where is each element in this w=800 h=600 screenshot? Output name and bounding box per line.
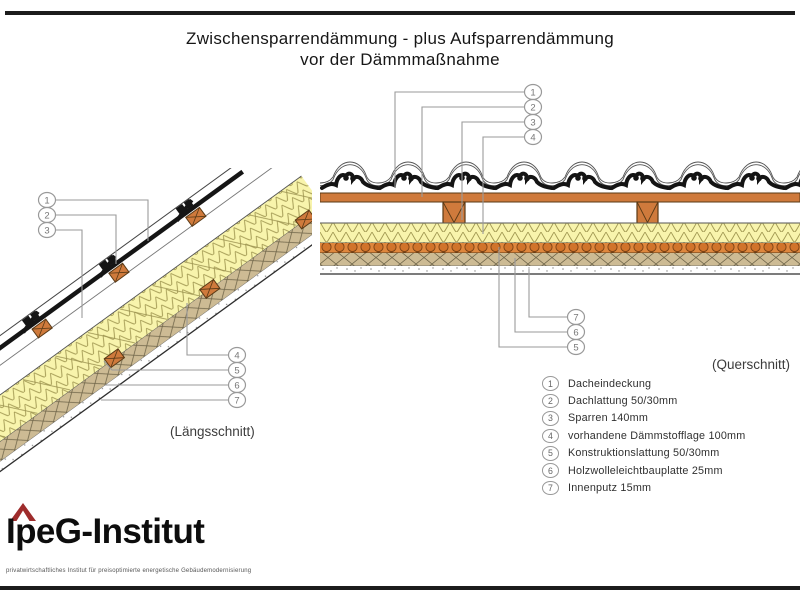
leader-1 bbox=[394, 91, 525, 188]
svg-text:4: 4 bbox=[234, 350, 239, 361]
callouts-top: 1 2 3 4 bbox=[523, 83, 543, 146]
callouts-bottom: 4 5 6 7 bbox=[227, 346, 247, 409]
insulation-layer bbox=[0, 175, 312, 475]
construction-batten-band bbox=[320, 243, 800, 254]
leader-5 bbox=[103, 360, 229, 371]
legend-num: 6 bbox=[542, 463, 559, 478]
rafter-zone-line bbox=[0, 168, 288, 425]
leader-3 bbox=[461, 121, 525, 220]
svg-text:6: 6 bbox=[234, 380, 239, 391]
legend-num: 5 bbox=[542, 446, 559, 461]
logo-tagline: privatwirtschaftliches Institut für prei… bbox=[6, 568, 252, 574]
legend-label: Sparren 140mm bbox=[568, 412, 649, 425]
legend-num: 2 bbox=[542, 393, 559, 409]
legend-label: Innenputz 15mm bbox=[568, 482, 652, 495]
woodwool-board-layer bbox=[320, 253, 800, 267]
sloped-roof-assembly bbox=[0, 168, 312, 483]
legend-label: Dachlattung 50/30mm bbox=[568, 395, 678, 408]
plaster-layer bbox=[320, 266, 800, 275]
querschnitt-label: (Querschnitt) bbox=[712, 357, 791, 372]
svg-text:1: 1 bbox=[44, 195, 49, 206]
svg-text:4: 4 bbox=[530, 132, 535, 143]
svg-text:1: 1 bbox=[530, 87, 535, 98]
svg-text:2: 2 bbox=[530, 102, 535, 113]
leader-2 bbox=[421, 106, 525, 197]
plaster-layer bbox=[0, 219, 312, 483]
logo-text: IpeG-Institut bbox=[6, 512, 205, 551]
bottom-rule bbox=[0, 586, 800, 590]
page-title: Zwischensparrendämmung - plus Aufsparren… bbox=[0, 28, 800, 70]
roof-icon bbox=[10, 503, 36, 521]
leader-2 bbox=[55, 214, 117, 264]
svg-text:5: 5 bbox=[573, 342, 578, 353]
svg-text:6: 6 bbox=[573, 327, 578, 338]
leader-1 bbox=[55, 199, 149, 241]
legend-label: Dacheindeckung bbox=[568, 377, 652, 390]
svg-text:3: 3 bbox=[44, 225, 49, 236]
leader-3 bbox=[55, 229, 83, 318]
svg-text:7: 7 bbox=[573, 312, 578, 323]
legend: 1 Dacheindeckung 2 Dachlattung 50/30mm 3… bbox=[542, 375, 745, 497]
leader-4 bbox=[186, 303, 229, 356]
laengsschnitt-diagram: 1 2 3 4 5 6 7 bbox=[0, 168, 312, 483]
legend-item: 2 Dachlattung 50/30mm bbox=[542, 392, 745, 409]
roof-batten-band bbox=[320, 192, 800, 203]
legend-num: 1 bbox=[542, 376, 559, 391]
svg-text:3: 3 bbox=[530, 117, 535, 128]
legend-label: Holzwolleleichtbauplatte 25mm bbox=[568, 464, 723, 477]
laengsschnitt-label: (Längsschnitt) bbox=[170, 424, 255, 439]
roof-tile-layer bbox=[0, 168, 245, 365]
legend-num: 4 bbox=[542, 428, 559, 444]
title-line-2: vor der Dämmmaßnahme bbox=[300, 50, 500, 69]
insulation-layer bbox=[320, 222, 800, 244]
title-line-1: Zwischensparrendämmung - plus Aufsparren… bbox=[186, 29, 614, 48]
top-rule bbox=[5, 11, 795, 15]
legend-num: 7 bbox=[542, 480, 559, 496]
roof-tile-layer bbox=[320, 160, 800, 190]
legend-num: 3 bbox=[542, 411, 559, 426]
svg-text:5: 5 bbox=[234, 365, 239, 376]
svg-text:7: 7 bbox=[234, 395, 239, 406]
legend-item: 6 Holzwolleleichtbauplatte 25mm bbox=[542, 462, 745, 479]
legend-label: vorhandene Dämmstofflage 100mm bbox=[568, 429, 746, 442]
querschnitt-diagram: 1 2 3 4 7 6 5 bbox=[320, 83, 800, 356]
leader-5 bbox=[498, 247, 568, 348]
legend-item: 3 Sparren 140mm bbox=[542, 410, 745, 427]
legend-item: 5 Konstruktionslattung 50/30mm bbox=[542, 445, 745, 462]
leader-7 bbox=[528, 269, 568, 318]
legend-label: Konstruktionslattung 50/30mm bbox=[568, 447, 720, 460]
legend-item: 4 vorhandene Dämmstofflage 100mm bbox=[542, 427, 745, 444]
callouts-bottom: 7 6 5 bbox=[566, 308, 586, 356]
legend-item: 7 Innenputz 15mm bbox=[542, 479, 745, 496]
svg-text:2: 2 bbox=[44, 210, 49, 221]
legend-item: 1 Dacheindeckung bbox=[542, 375, 745, 392]
callouts-top: 1 2 3 bbox=[37, 191, 57, 239]
leader-6 bbox=[514, 258, 568, 333]
leader-4 bbox=[482, 136, 525, 234]
